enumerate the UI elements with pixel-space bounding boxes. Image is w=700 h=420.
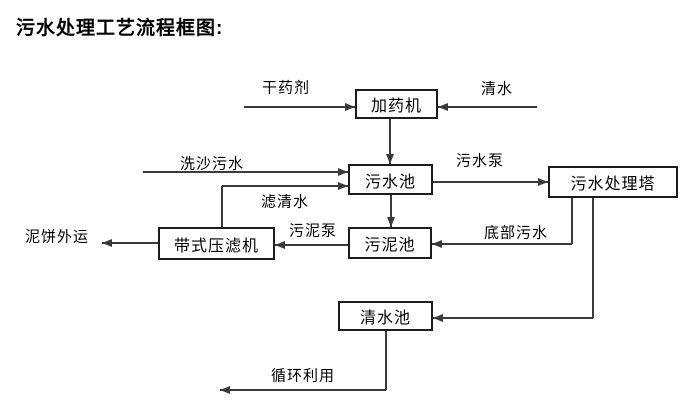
edge-label-sludge-pump: 污泥泵 bbox=[288, 222, 338, 240]
edge-tower-to-clean-water-pool-line bbox=[592, 198, 594, 318]
edge-tower-to-clean-water-pool-line bbox=[433, 317, 593, 319]
edge-sewage-pump-arrowhead bbox=[538, 177, 548, 186]
edge-bottom-sewage-arrowhead bbox=[432, 239, 442, 248]
edge-label-mud-cake-out: 泥饼外运 bbox=[24, 228, 90, 246]
node-sewage-pool: 污水池 bbox=[348, 164, 433, 195]
edge-recycle-use-arrowhead bbox=[220, 385, 230, 394]
edge-bottom-sewage-line bbox=[432, 243, 572, 245]
edge-dry-agent-arrowhead bbox=[345, 102, 355, 111]
page-title: 污水处理工艺流程框图: bbox=[16, 18, 224, 39]
node-sewage-treatment-tower: 污水处理塔 bbox=[548, 166, 678, 198]
edge-filtered-water-line bbox=[221, 186, 223, 227]
edge-dosing-to-sewage-pool-arrowhead bbox=[385, 154, 394, 164]
edge-label-clean-water-in: 清水 bbox=[480, 80, 514, 98]
edge-mud-cake-out-line bbox=[102, 242, 158, 244]
edge-label-recycle-use: 循环利用 bbox=[270, 367, 336, 385]
node-sludge-pool: 污泥池 bbox=[348, 227, 432, 259]
edge-recycle-use-line bbox=[385, 331, 387, 390]
edge-sewage-pool-to-sludge-pool-line bbox=[390, 195, 392, 227]
edge-label-dry-agent: 干药剂 bbox=[261, 79, 311, 97]
edge-recycle-use-line bbox=[220, 389, 386, 391]
edge-sewage-pump-line bbox=[433, 181, 548, 183]
edge-label-bottom-sewage: 底部污水 bbox=[483, 224, 549, 242]
edge-label-filtered-water: 滤清水 bbox=[260, 193, 310, 211]
edge-sewage-pool-to-sludge-pool-arrowhead bbox=[386, 217, 395, 227]
node-belt-filter-press: 带式压滤机 bbox=[158, 227, 275, 260]
node-clean-water-pool: 清水池 bbox=[338, 301, 433, 331]
edge-tower-to-clean-water-pool-arrowhead bbox=[433, 313, 443, 322]
edge-dosing-to-sewage-pool-line bbox=[389, 119, 391, 164]
edge-sand-washing-sewage-line bbox=[143, 171, 348, 173]
edge-label-sewage-pump: 污水泵 bbox=[455, 152, 505, 170]
node-dosing-machine: 加药机 bbox=[355, 89, 438, 119]
edge-sand-washing-sewage-arrowhead bbox=[338, 167, 348, 176]
edge-filtered-water-line bbox=[222, 185, 348, 187]
edge-sludge-pump-line bbox=[275, 244, 348, 246]
edge-bottom-sewage-line bbox=[571, 198, 573, 244]
edge-dry-agent-line bbox=[244, 106, 355, 108]
edge-sludge-pump-arrowhead bbox=[275, 240, 285, 249]
edge-label-sand-washing-sewage: 洗沙污水 bbox=[179, 155, 245, 173]
edge-filtered-water-arrowhead bbox=[338, 181, 348, 190]
edge-clean-water-in-arrowhead bbox=[438, 102, 448, 111]
edge-clean-water-in-line bbox=[438, 106, 537, 108]
edge-mud-cake-out-arrowhead bbox=[102, 238, 112, 247]
